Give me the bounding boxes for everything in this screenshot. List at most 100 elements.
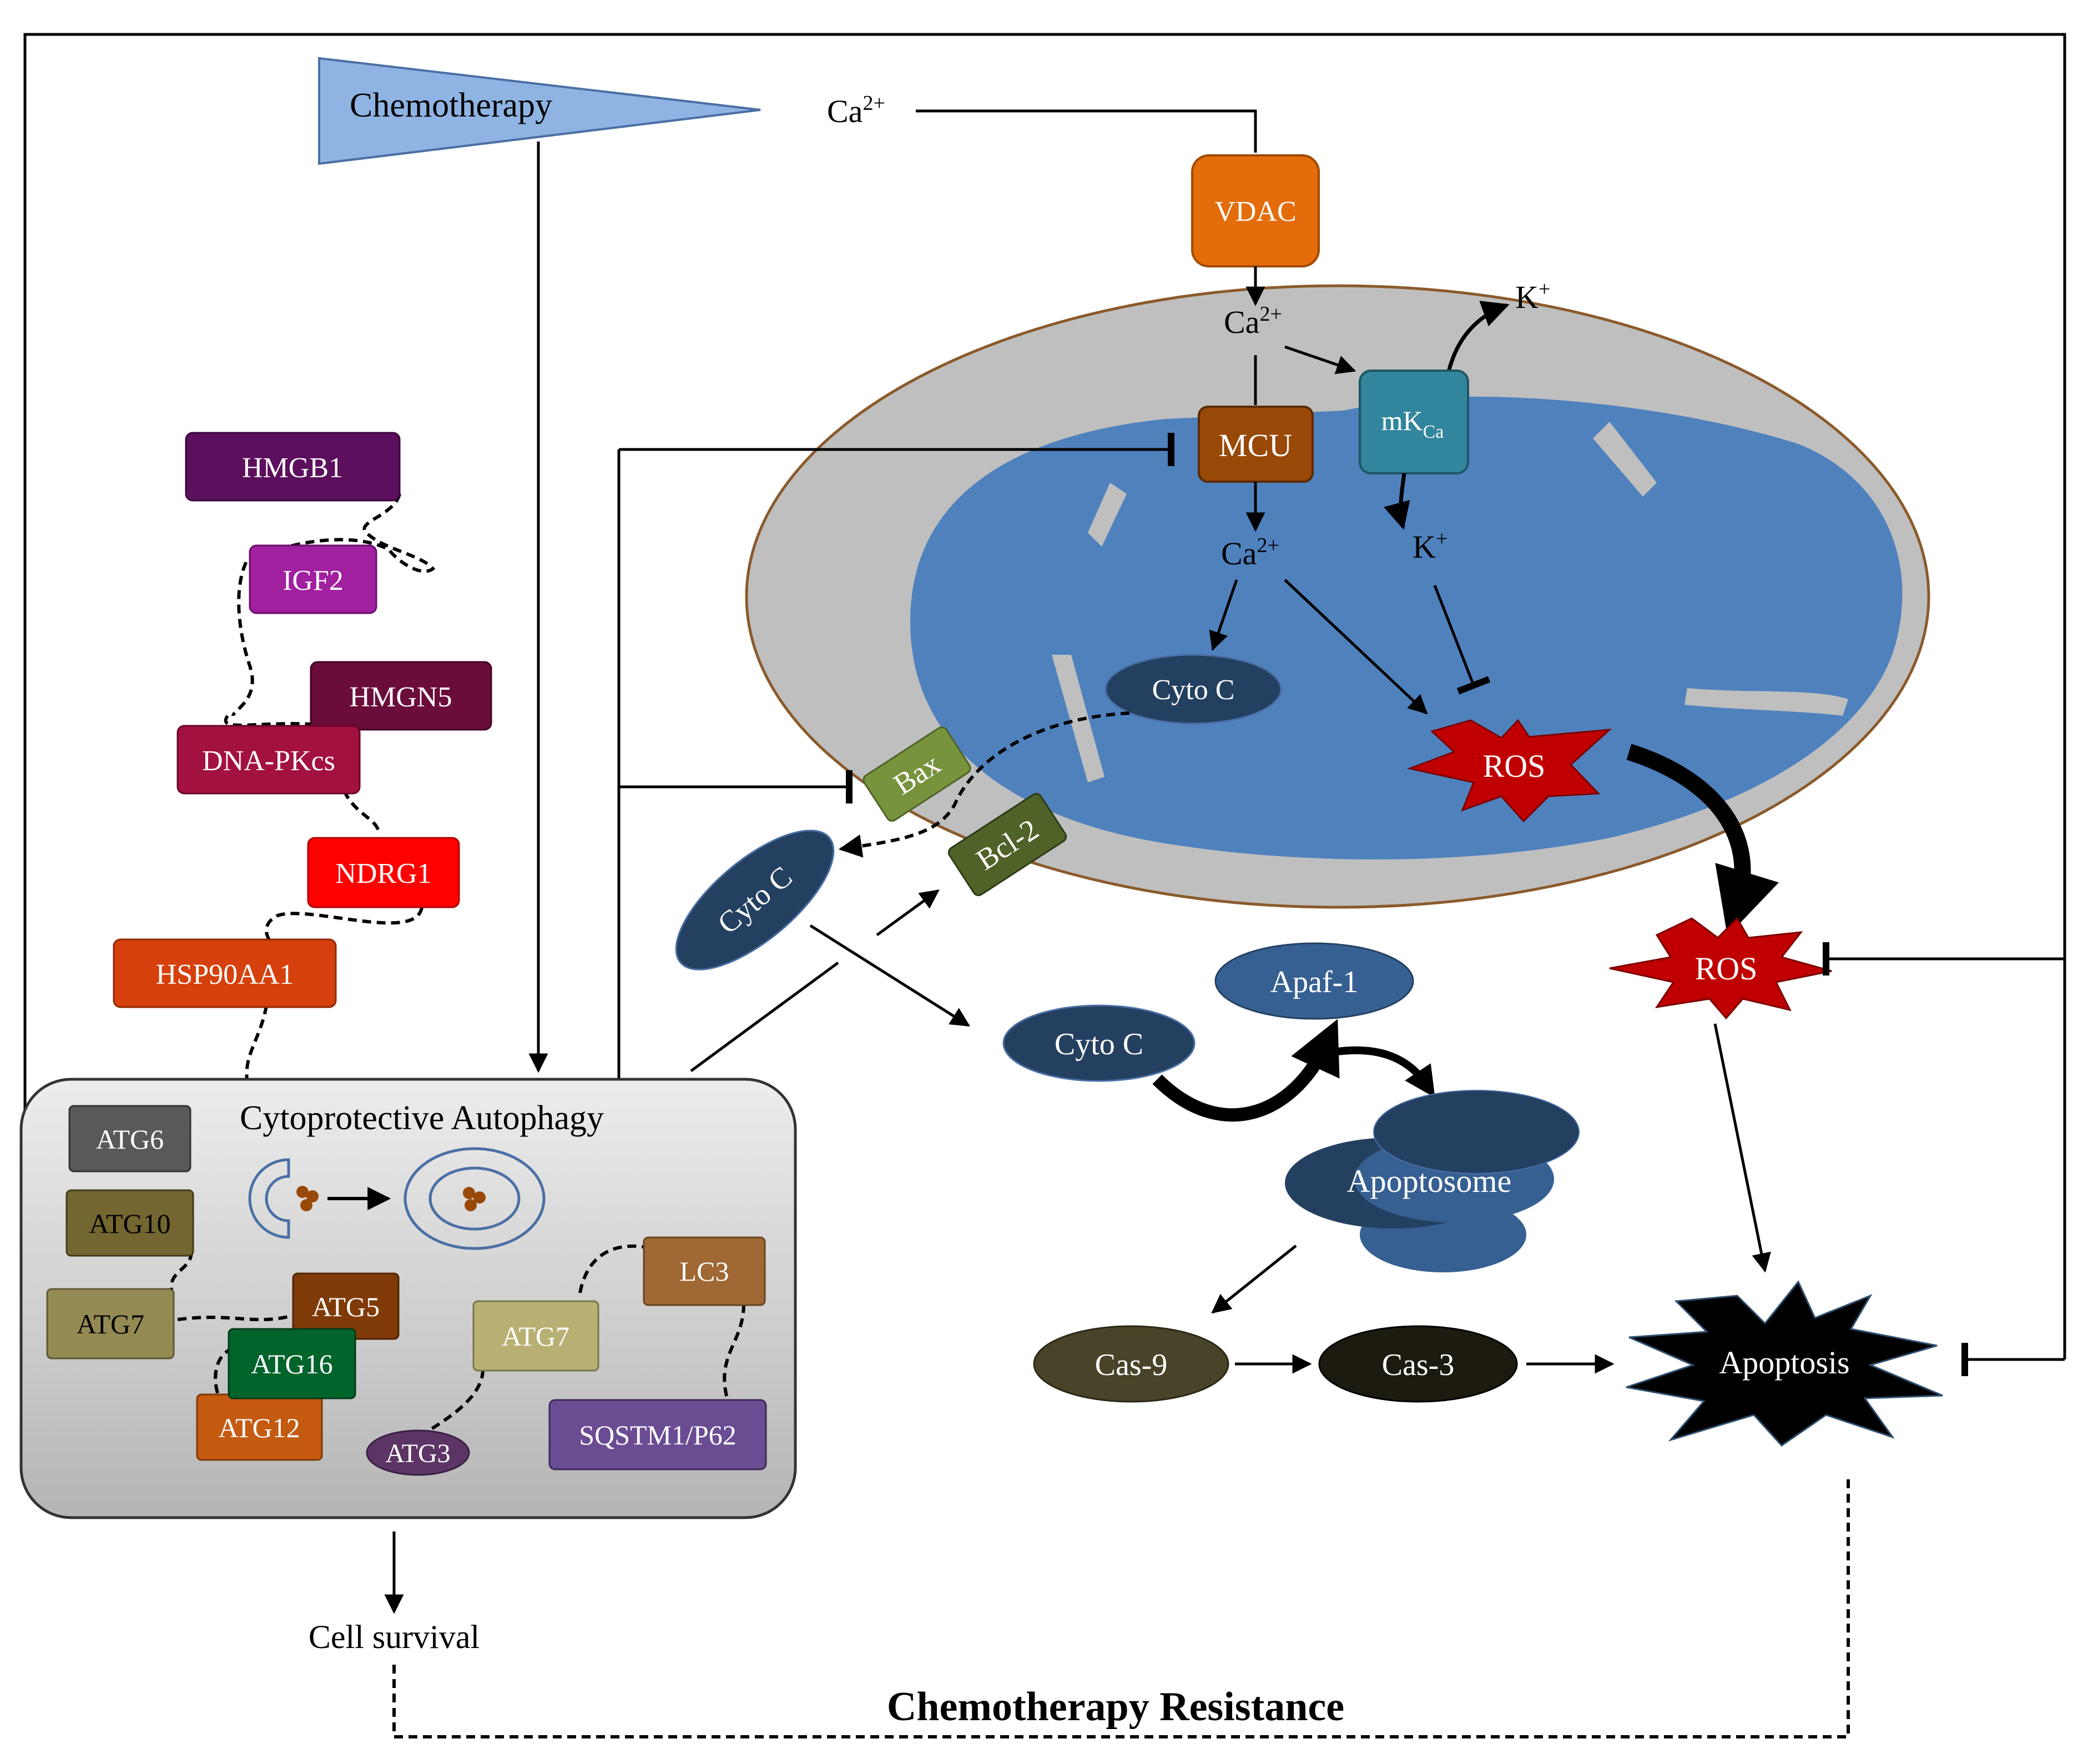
- atg6-label: ATG6: [96, 1124, 164, 1155]
- apoptosome-to-cas9-arrow: [1211, 1245, 1297, 1314]
- atg3-label: ATG3: [385, 1439, 450, 1468]
- apoptosome-label: Apoptosome: [1347, 1163, 1511, 1199]
- vdac-label: VDAC: [1214, 196, 1296, 228]
- cas9-ellipse: [1033, 1325, 1229, 1403]
- ca-to-cytoc-arrow: [1209, 579, 1238, 651]
- atg7b-box: [472, 1300, 599, 1372]
- k-ion-top: K+: [1515, 277, 1550, 315]
- hsp90aa1-box: [113, 938, 337, 1008]
- resistance-label: Chemotherapy Resistance: [887, 1684, 1344, 1730]
- mkca-label: mKCa: [1381, 405, 1444, 442]
- protein-chain-dashed: [342, 790, 380, 836]
- hsp90aa1-label: HSP90AA1: [156, 959, 294, 990]
- chemotherapy-wedge: [318, 57, 761, 165]
- sqstm1-box: [548, 1399, 767, 1470]
- cas3-ellipse: [1318, 1325, 1518, 1403]
- atg7a-box: [46, 1288, 175, 1359]
- lc3-box: [643, 1236, 766, 1306]
- crista: [1088, 483, 1127, 547]
- protein-chain-dashed: [265, 907, 423, 945]
- bcl2-box: [947, 793, 1067, 896]
- cas3-label: Cas-3: [1382, 1348, 1455, 1382]
- phagophore-icon: [248, 1158, 319, 1239]
- atg16-box: [228, 1328, 356, 1399]
- cytoc-mito-label: Cyto C: [1152, 674, 1235, 706]
- atg7b-label: ATG7: [502, 1321, 569, 1352]
- hmgn5-label: HMGN5: [350, 681, 452, 713]
- ca-ion-top: Ca2+: [827, 92, 885, 129]
- cytoc-apo-label: Cyto C: [1055, 1027, 1143, 1062]
- cytoc-binding-arrow: [1152, 1019, 1340, 1122]
- ca-ion-ims: Ca2+: [1224, 302, 1282, 340]
- apaf1-to-apoptosome-arrow: [1337, 1046, 1435, 1098]
- ca-to-mkca-arrow: [1284, 345, 1356, 375]
- protein-chain-dashed: [224, 715, 311, 727]
- mkca-box: [1359, 370, 1469, 474]
- ros-cyto-label: ROS: [1695, 951, 1758, 987]
- autophagy-title: Cytoprotective Autophagy: [240, 1099, 604, 1137]
- ros-mito-label: ROS: [1483, 748, 1546, 784]
- hmgb1-box: [185, 432, 401, 502]
- sqstm1-label: SQSTM1/P62: [579, 1419, 736, 1450]
- atg16-label: ATG16: [251, 1348, 332, 1379]
- ros-to-apoptosis-arrow: [1713, 1023, 1771, 1273]
- ros-cyto-star: [1609, 917, 1832, 1020]
- dnapkcs-box: [176, 725, 361, 795]
- igf2-box: [249, 544, 377, 614]
- dnapkcs-label: DNA-PKcs: [202, 745, 335, 777]
- chemotherapy-label: Chemotherapy: [350, 87, 552, 124]
- ros-release-arrow: [1626, 744, 1779, 937]
- bax-box: [863, 726, 971, 822]
- autophagy-to-cytoc-line: [690, 961, 839, 1073]
- apaf1-label: Apaf-1: [1270, 965, 1359, 999]
- mito-matrix: [910, 396, 1903, 860]
- ca-to-ros-arrow: [1284, 579, 1428, 715]
- atg-link-dashed: [723, 1303, 745, 1399]
- atg5-label: ATG5: [312, 1291, 380, 1322]
- mitochondrion: [745, 284, 1930, 909]
- atg3-ellipse: [366, 1429, 470, 1476]
- k-ion-matrix: K+: [1413, 527, 1448, 565]
- cytoc-to-cytoc-arrow: [809, 924, 970, 1027]
- atg7a-label: ATG7: [77, 1308, 144, 1340]
- hmgn5-box: [310, 661, 492, 731]
- k-inhibits-ros: [1433, 585, 1491, 695]
- cytoc-release-dashed: [838, 711, 1130, 858]
- protein-chain-dashed: [245, 1005, 268, 1080]
- to-bcl2-arrow: [876, 889, 940, 937]
- cytoc-mito-ellipse: [1104, 654, 1282, 725]
- autophagosome-icon: [404, 1147, 546, 1250]
- ca-to-vdac-line: [916, 109, 1257, 153]
- outer-frame: [23, 33, 2066, 1359]
- protein-chain-dashed: [231, 493, 436, 716]
- mkca-to-k-arrow: [1446, 301, 1510, 372]
- crista: [1684, 688, 1848, 716]
- atg10-box: [65, 1189, 194, 1257]
- atg-link-dashed: [426, 1369, 485, 1433]
- apaf1-ellipse: [1214, 942, 1414, 1020]
- hmgb1-label: HMGB1: [242, 452, 343, 484]
- ros-mito-star: [1406, 719, 1612, 823]
- cytoc-cyto-ellipse: [675, 830, 835, 971]
- ca-ion-matrix: Ca2+: [1221, 534, 1279, 572]
- cas9-label: Cas-9: [1095, 1348, 1168, 1382]
- mcu-label: MCU: [1219, 427, 1292, 463]
- atg12-label: ATG12: [218, 1412, 300, 1443]
- apoptosis-label: Apoptosis: [1719, 1345, 1849, 1381]
- ndrg1-label: NDRG1: [335, 858, 431, 889]
- apoptosome-cluster: [1285, 1090, 1580, 1272]
- lc3-label: LC3: [680, 1256, 729, 1287]
- atg6-box: [68, 1105, 191, 1172]
- mkca-to-k-matrix-arrow: [1383, 473, 1410, 530]
- cytoc-apo-ellipse: [1002, 1004, 1196, 1082]
- cell-survival-label: Cell survival: [309, 1619, 480, 1655]
- ndrg1-box: [307, 837, 460, 908]
- resistance-bracket-dashed: [392, 1479, 1850, 1738]
- atg-link-dashed: [578, 1244, 647, 1293]
- igf2-label: IGF2: [283, 565, 344, 597]
- crista: [1593, 422, 1657, 497]
- atg-link-dashed: [177, 1313, 295, 1322]
- apoptosis-burst: [1626, 1280, 1943, 1447]
- atg10-label: ATG10: [89, 1208, 170, 1239]
